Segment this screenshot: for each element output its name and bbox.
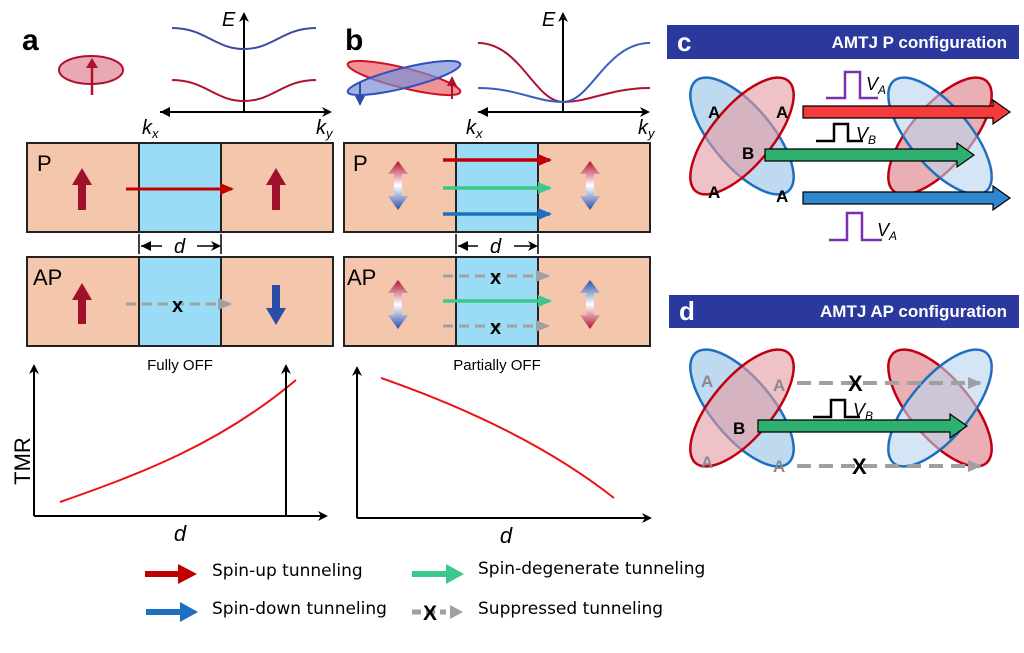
spin-down-arrowhead <box>355 96 365 106</box>
kx-label: kx <box>466 117 483 141</box>
row-label-p: P <box>37 151 52 176</box>
spin-up-arrowhead <box>447 76 457 86</box>
panel-b: b E kx ky P d AP x <box>281 9 656 548</box>
panel-d-letter: d <box>679 296 695 326</box>
panel-d-title: AMTJ AP configuration <box>820 302 1007 321</box>
panel-a: a E kx ky P d AP x Fully <box>10 9 334 546</box>
site-label: A <box>701 372 713 391</box>
legend-spin-degenerate-label: Spin-degenerate tunneling <box>478 559 706 579</box>
ap-left-ferromagnet <box>26 256 140 347</box>
ky-label: ky <box>316 117 334 141</box>
row-label-ap: AP <box>33 265 62 290</box>
energy-label: E <box>222 9 236 31</box>
tmr-curve <box>380 377 615 499</box>
state-label: Fully OFF <box>147 357 213 374</box>
altermagnet-spin-icon <box>388 161 408 210</box>
barrier-thickness-label: d <box>174 236 186 258</box>
site-label: A <box>776 103 788 122</box>
band-upper <box>171 27 317 51</box>
site-label: A <box>776 187 788 206</box>
spin-degenerate-tunneling-arrow <box>757 412 969 440</box>
site-label: B <box>733 419 745 438</box>
panel-c: A A B A A VA VB VA <box>689 70 1012 243</box>
voltage-pulse-a-icon <box>826 70 878 100</box>
panel-c-letter: c <box>677 27 692 57</box>
spin-down-fermi-surface <box>346 59 462 97</box>
band-spin-down <box>477 42 651 104</box>
panel-c-title: AMTJ P configuration <box>831 33 1007 52</box>
state-label: Partially OFF <box>453 357 541 374</box>
legend-spin-up-arrow <box>145 564 197 584</box>
spin-down-tunneling-arrow <box>802 184 1012 212</box>
ky-label: ky <box>638 117 656 141</box>
site-label: A <box>701 453 713 472</box>
suppressed-mark: X <box>852 454 867 479</box>
spin-up-arrowhead <box>86 58 98 68</box>
spin-degenerate-tunneling-arrow <box>764 141 976 169</box>
spin-up-icon <box>72 283 92 324</box>
row-label-p: P <box>353 151 368 176</box>
tmr-curve <box>59 379 297 503</box>
legend-suppressed-label: Suppressed tunneling <box>478 599 664 619</box>
row-label-ap: AP <box>347 265 376 290</box>
suppressed-mark: x <box>172 295 183 317</box>
site-label: A <box>773 457 785 476</box>
plot-y-label: TMR <box>10 437 35 485</box>
site-label: A <box>708 103 720 122</box>
plot-x-label: d <box>174 521 187 546</box>
suppressed-mark: X <box>848 371 863 396</box>
altermagnet-spin-icon <box>388 280 408 329</box>
legend-spin-down-label: Spin-down tunneling <box>212 599 387 619</box>
legend-suppressed-mark: X <box>423 602 437 625</box>
suppressed-mark: x <box>490 267 501 289</box>
plot-x-label: d <box>500 523 513 548</box>
altermagnet-spin-icon <box>580 161 600 210</box>
voltage-b-label: VB <box>853 400 873 423</box>
voltage-a-label: VA <box>877 220 897 243</box>
voltage-pulse-b-icon <box>813 398 860 419</box>
legend-spin-degenerate-arrow <box>412 564 464 584</box>
suppressed-mark: x <box>490 317 501 339</box>
ap-left-ferromagnet <box>343 256 457 347</box>
kx-label: kx <box>142 117 159 141</box>
site-label: A <box>773 376 785 395</box>
spin-down-icon <box>266 285 286 325</box>
spin-up-tunneling-arrow <box>802 98 1012 126</box>
panel-b-letter: b <box>345 24 363 57</box>
spin-up-icon <box>266 168 286 210</box>
panel-d-header: d AMTJ AP configuration <box>669 295 1019 328</box>
site-label: A <box>708 183 720 202</box>
altermagnet-spin-icon-flipped <box>580 280 600 329</box>
energy-label: E <box>542 9 556 31</box>
panel-a-letter: a <box>22 24 39 57</box>
legend-suppressed-arrowhead <box>450 605 463 619</box>
legend-spin-down-arrow <box>146 602 198 622</box>
voltage-b-label: VB <box>856 124 876 147</box>
legend-spin-up-label: Spin-up tunneling <box>212 561 363 581</box>
voltage-pulse-b-icon <box>816 122 863 143</box>
spin-up-icon <box>72 168 92 210</box>
voltage-a-label: VA <box>866 74 886 97</box>
panel-d: A A B A A X X VB <box>689 348 993 479</box>
legend: X <box>145 564 464 625</box>
band-lower <box>171 79 317 103</box>
barrier-thickness-label: d <box>490 236 502 258</box>
voltage-pulse-a-icon <box>829 211 882 242</box>
site-label: B <box>742 144 754 163</box>
panel-c-header: c AMTJ P configuration <box>667 25 1019 59</box>
